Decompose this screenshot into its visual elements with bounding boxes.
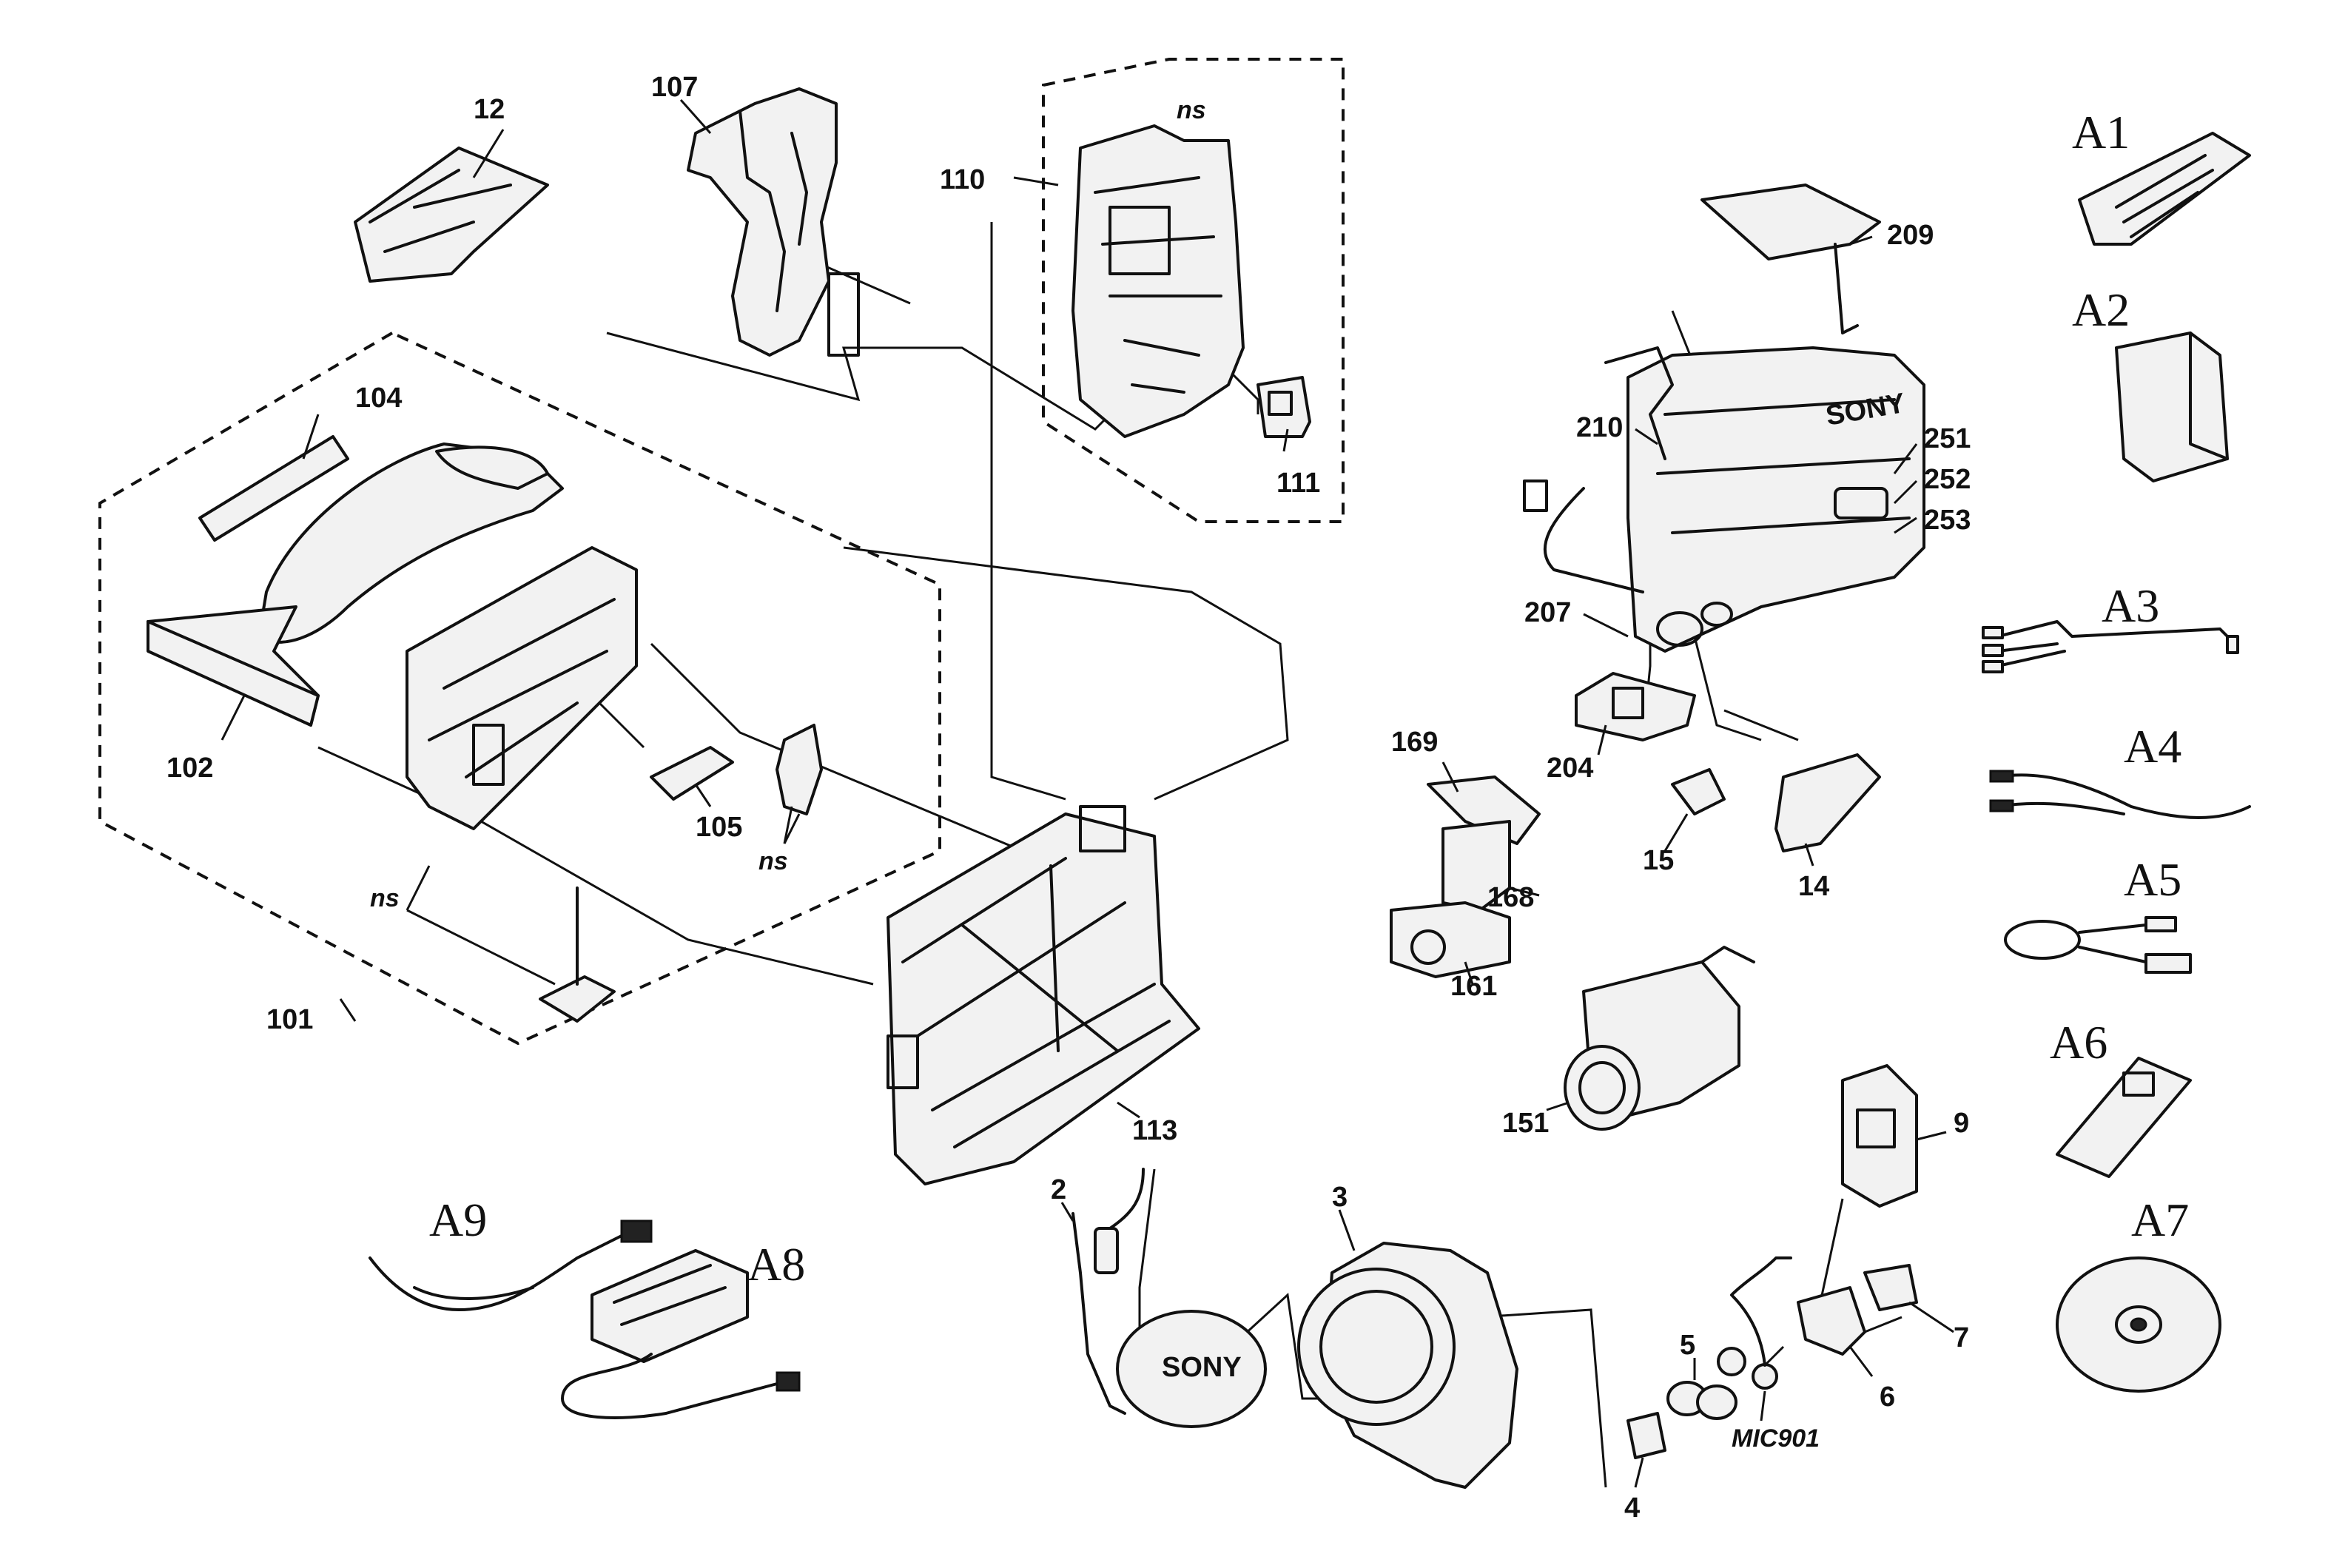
part-151-shape (1564, 946, 1755, 1131)
part-110-shape (1072, 124, 1245, 438)
label-204: 204 (1547, 753, 1593, 784)
part-12-shape (354, 147, 549, 283)
label-251: 251 (1924, 423, 1971, 454)
label-3: 3 (1332, 1182, 1348, 1213)
accessory-a7-cd-shape (2056, 1256, 2221, 1393)
part-6-shape (1797, 1286, 1866, 1356)
part-5-shape (1666, 1381, 1737, 1420)
label-169: 169 (1391, 727, 1438, 758)
part-15-shape (1671, 768, 1726, 815)
label-102: 102 (166, 753, 213, 784)
part-107-shape (687, 87, 860, 357)
accessory-a2-battery-shape (2115, 332, 2229, 482)
part-209-shape (1700, 184, 1881, 334)
label-113: 113 (1132, 1115, 1177, 1146)
label-6: 6 (1880, 1382, 1895, 1413)
label-7: 7 (1954, 1322, 1969, 1353)
part-113-shape (887, 805, 1200, 1185)
label-207: 207 (1524, 597, 1571, 628)
part-7-shape (1863, 1264, 1918, 1311)
label-ns-frame: ns (370, 884, 400, 912)
part-169-shape (1427, 775, 1541, 845)
label-9: 9 (1954, 1108, 1969, 1139)
label-253: 253 (1924, 505, 1971, 536)
label-ns-110: ns (1177, 96, 1206, 124)
label-110: 110 (940, 164, 985, 195)
label-a8: A8 (747, 1238, 805, 1291)
label-a9: A9 (429, 1194, 487, 1246)
label-a4: A4 (2124, 720, 2181, 773)
label-a7: A7 (2131, 1194, 2189, 1246)
label-15: 15 (1643, 845, 1674, 876)
part-4-shape (1626, 1412, 1666, 1459)
accessory-a9-dc-cable-shape (369, 1219, 653, 1311)
label-210: 210 (1576, 412, 1623, 443)
part-161-shape (1390, 901, 1511, 978)
accessory-a6-memory-card-shape (2056, 1057, 2192, 1178)
accessory-a3-av-cable-shape (1982, 620, 2239, 673)
label-ns-clip: ns (758, 847, 788, 875)
label-a2: A2 (2072, 283, 2130, 336)
part-104-shape (198, 435, 349, 542)
part-ns-clip-shape (776, 724, 823, 815)
part-grip-frame-shape (406, 546, 638, 830)
accessory-a4-strap-shape (1989, 770, 2251, 819)
label-101: 101 (266, 1004, 313, 1035)
label-209: 209 (1887, 220, 1934, 251)
camera-body-shape (1523, 346, 1925, 653)
part-labels: 12 107 110 111 104 102 105 101 113 209 2… (166, 72, 1971, 1524)
part-2-shape: SONY (1072, 1168, 1267, 1428)
label-mic901: MIC901 (1732, 1424, 1820, 1453)
label-168: 168 (1487, 882, 1534, 913)
leader-lines (221, 99, 1954, 1488)
label-105: 105 (696, 812, 742, 843)
accessory-labels: A1 A2 A3 A4 A5 A6 A7 A8 A9 (429, 106, 2189, 1291)
part-210-shape (1604, 346, 1674, 460)
label-151: 151 (1502, 1108, 1549, 1139)
label-111: 111 (1276, 468, 1320, 499)
label-a1: A1 (2072, 106, 2130, 158)
label-161: 161 (1450, 971, 1497, 1002)
accessory-a8-adapter-shape (561, 1249, 801, 1419)
ns-labels: ns ns ns (370, 96, 1206, 912)
lens-cap-brand: SONY (1162, 1352, 1242, 1383)
part-strap-shape (258, 443, 564, 644)
group-110-outline (1042, 58, 1345, 523)
part-168-shape (1441, 820, 1511, 912)
label-104: 104 (355, 383, 402, 414)
part-111-shape (1256, 376, 1311, 438)
label-5: 5 (1680, 1330, 1695, 1361)
group-101-outline (98, 331, 941, 1046)
label-a3: A3 (2102, 579, 2159, 632)
accessory-a5-usb-cable-shape (2004, 916, 2192, 974)
part-mic901-shape (1717, 1256, 1792, 1390)
label-12: 12 (474, 94, 505, 125)
label-4: 4 (1624, 1493, 1640, 1524)
part-204-shape (1575, 672, 1696, 741)
part-102-shape (147, 605, 320, 727)
label-a5: A5 (2124, 853, 2181, 906)
label-252: 252 (1924, 464, 1971, 495)
part-ns-foot-shape (539, 886, 616, 1023)
part-14-shape (1774, 753, 1881, 852)
label-a6: A6 (2050, 1016, 2107, 1069)
accessory-a1-remote-shape (2078, 132, 2251, 246)
part-3-shape (1297, 1242, 1518, 1489)
label-107: 107 (651, 72, 698, 103)
part-105-shape (650, 746, 734, 801)
part-9-shape (1841, 1064, 1918, 1208)
label-14: 14 (1798, 871, 1829, 902)
label-2: 2 (1051, 1174, 1066, 1205)
